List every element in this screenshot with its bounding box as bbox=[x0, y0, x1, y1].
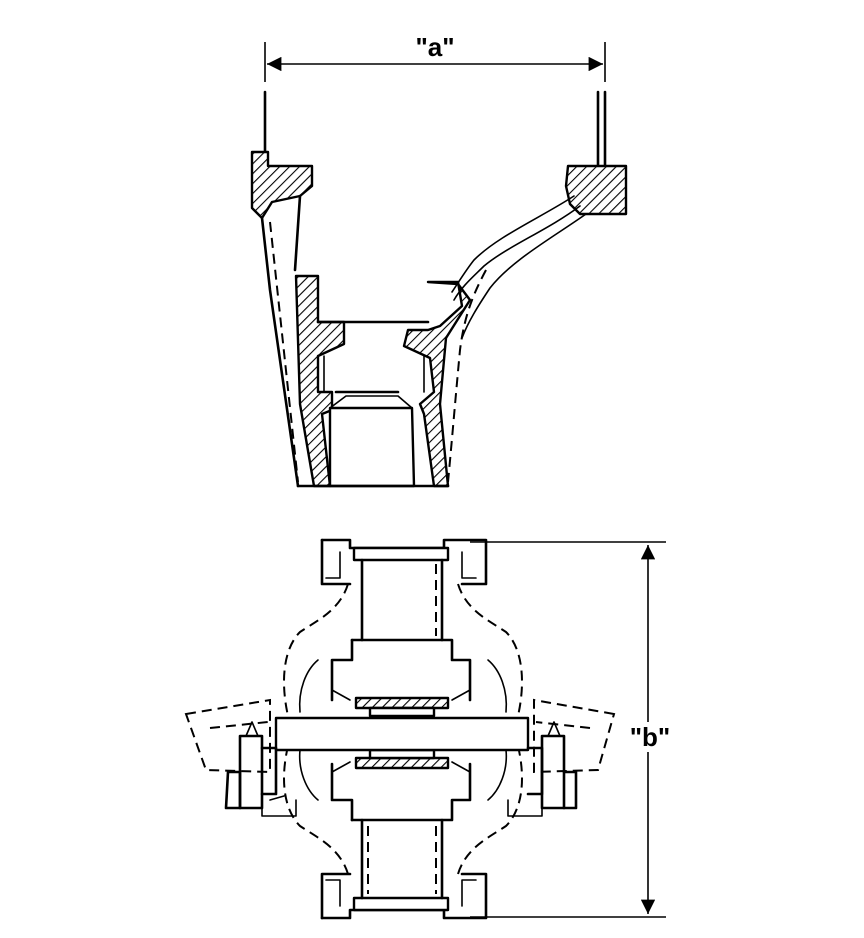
cross-shaft bbox=[274, 716, 530, 752]
right-inner-wall bbox=[402, 280, 472, 488]
bottom-assembly-view: "b" bbox=[184, 538, 671, 920]
top-section-view: "a" bbox=[250, 32, 628, 488]
dimension-b-label: "b" bbox=[630, 722, 671, 752]
right-flange bbox=[564, 164, 628, 216]
dimension-a-label: "a" bbox=[415, 32, 454, 62]
dimension-b: "b" bbox=[470, 541, 671, 918]
bottom-insert bbox=[328, 406, 416, 488]
left-flange bbox=[250, 150, 314, 220]
dimension-a: "a" bbox=[264, 32, 606, 82]
